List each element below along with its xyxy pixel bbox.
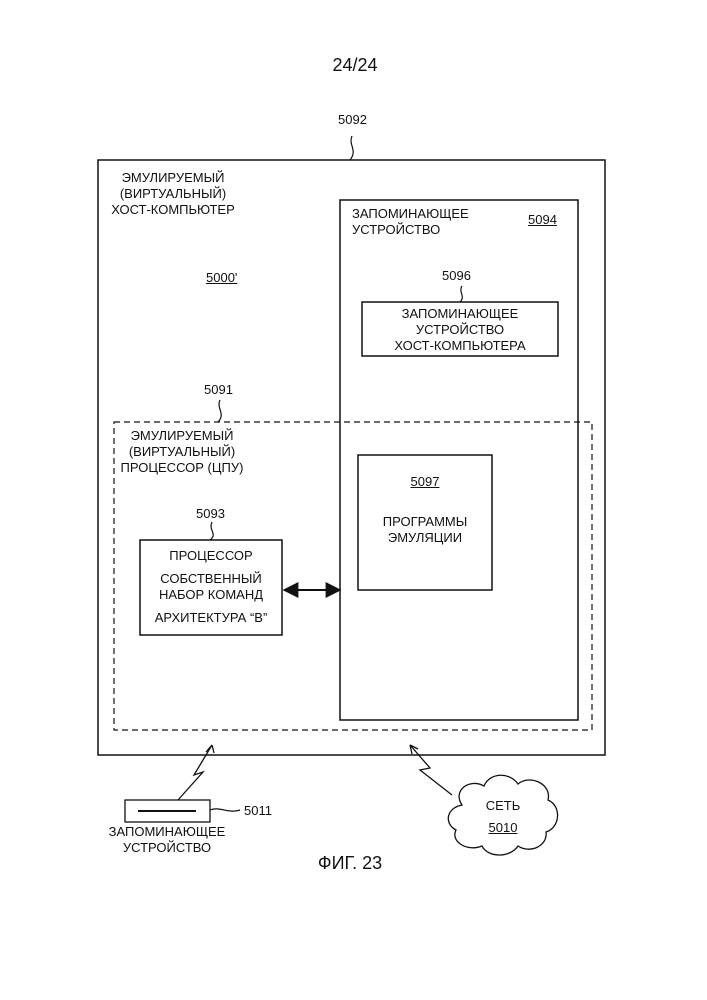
native-processor-ref: 5093 — [196, 506, 225, 522]
host-id: 5000' — [206, 270, 237, 286]
memory-id: 5094 — [528, 212, 557, 228]
emulated-cpu-label-2: (ВИРТУАЛЬНЫЙ) — [118, 444, 246, 460]
host-memory-label-1: ЗАПОМИНАЮЩЕЕ — [362, 306, 558, 322]
emulation-programs-id: 5097 — [358, 474, 492, 490]
network-cloud-icon — [448, 775, 557, 855]
memory-label-1: ЗАПОМИНАЮЩЕЕ — [352, 206, 469, 222]
network-id: 5010 — [470, 820, 536, 836]
native-processor-line4: АРХИТЕКТУРА “B” — [140, 610, 282, 626]
emulation-programs-label-1: ПРОГРАММЫ — [358, 514, 492, 530]
host-memory-ref: 5096 — [442, 268, 471, 284]
native-processor-title: ПРОЦЕССОР — [140, 548, 282, 564]
host-ref: 5092 — [338, 112, 367, 128]
emulated-cpu-label-1: ЭМУЛИРУЕМЫЙ — [118, 428, 246, 444]
host-memory-label-3: ХОСТ-КОМПЬЮТЕРА — [362, 338, 558, 354]
network-link-icon — [410, 745, 452, 795]
storage-device-leader — [210, 809, 240, 811]
page-number: 24/24 — [300, 54, 410, 76]
network-label: СЕТЬ — [470, 798, 536, 814]
host-memory-label-2: УСТРОЙСТВО — [362, 322, 558, 338]
native-processor-line2: СОБСТВЕННЫЙ — [140, 571, 282, 587]
native-processor-line3: НАБОР КОМАНД — [140, 587, 282, 603]
emulated-cpu-leader — [218, 400, 221, 422]
storage-device-label-1: ЗАПОМИНАЮЩЕЕ — [92, 824, 242, 840]
storage-device-label-2: УСТРОЙСТВО — [92, 840, 242, 856]
storage-link-icon — [178, 745, 212, 800]
host-ref-leader — [350, 136, 353, 160]
memory-label-2: УСТРОЙСТВО — [352, 222, 440, 238]
native-processor-leader — [210, 522, 213, 540]
emulated-cpu-ref: 5091 — [204, 382, 233, 398]
figure-caption: ФИГ. 23 — [290, 852, 410, 874]
host-label-2: (ВИРТУАЛЬНЫЙ) — [110, 186, 236, 202]
emulation-programs-label-2: ЭМУЛЯЦИИ — [358, 530, 492, 546]
host-memory-leader — [460, 286, 462, 302]
host-label-1: ЭМУЛИРУЕМЫЙ — [110, 170, 236, 186]
host-label-3: ХОСТ-КОМПЬЮТЕР — [110, 202, 236, 218]
emulated-cpu-label-3: ПРОЦЕССОР (ЦПУ) — [118, 460, 246, 476]
storage-device-ref: 5011 — [244, 803, 272, 819]
